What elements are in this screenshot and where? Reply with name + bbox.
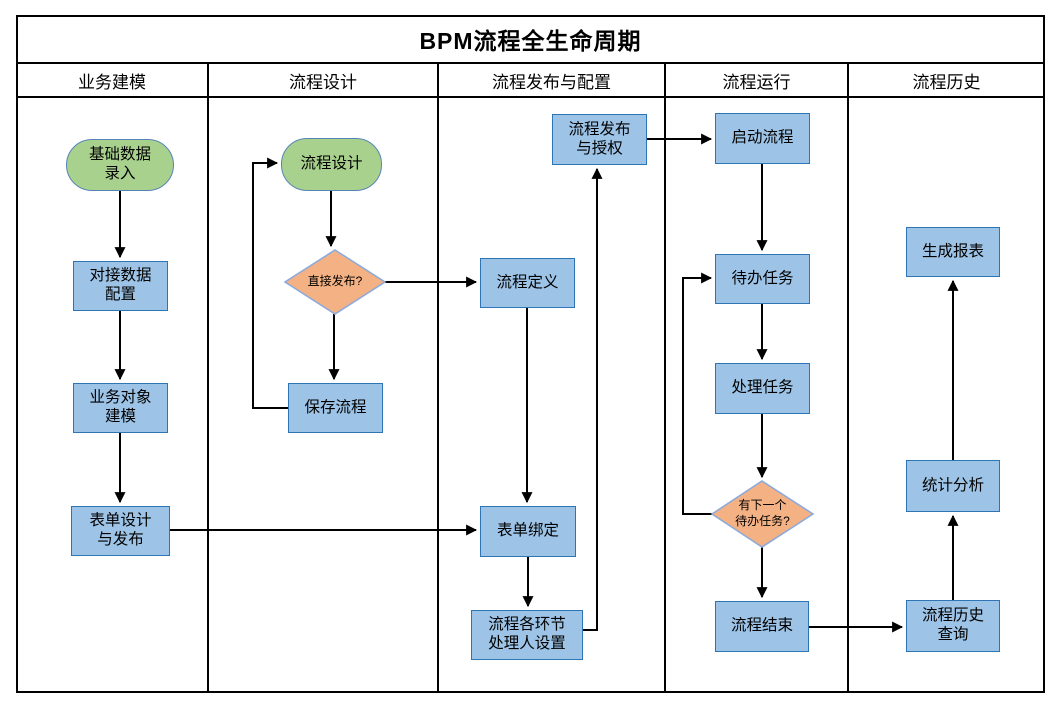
lane-header-business-modeling: 业务建模 (78, 72, 146, 92)
arrow-decision-to-todo-loop (682, 272, 713, 515)
node-base-data-entry: 基础数据 录入 (66, 139, 174, 191)
arrow-save-process-to-process-design-loop (252, 157, 288, 409)
lane-divider-2 (437, 62, 439, 693)
node-history-query: 流程历史 查询 (906, 600, 1000, 652)
lane-divider-1 (207, 62, 209, 693)
diagram-title: BPM流程全生命周期 (419, 27, 642, 54)
title-separator (16, 62, 1045, 64)
node-process-definition: 流程定义 (480, 258, 575, 308)
decision-diamond-direct-publish (283, 249, 387, 315)
lane-divider-4 (847, 62, 849, 693)
lane-divider-3 (664, 62, 666, 693)
node-form-binding: 表单绑定 (480, 506, 576, 557)
decision-diamond-next-todo (710, 480, 815, 548)
node-handler-setting: 流程各环节 处理人设置 (471, 610, 583, 660)
node-business-object-modeling: 业务对象 建模 (73, 383, 168, 433)
node-report-generation: 生成报表 (906, 227, 1000, 277)
node-handle-tasks: 处理任务 (715, 363, 810, 414)
node-data-config: 对接数据 配置 (73, 261, 168, 311)
node-todo-tasks: 待办任务 (715, 254, 810, 304)
node-process-end: 流程结束 (715, 601, 809, 652)
arrow-handler-setting-to-publish-authorize (583, 167, 603, 631)
lane-header-process-history: 流程历史 (912, 72, 981, 92)
node-next-todo-decision: 有下一个 待办任务? (735, 498, 790, 528)
node-start-process: 启动流程 (715, 113, 810, 164)
lane-header-process-design: 流程设计 (289, 72, 357, 92)
node-form-design-publish: 表单设计 与发布 (71, 506, 170, 556)
node-direct-publish-decision: 直接发布? (307, 274, 363, 289)
node-stats-analysis: 统计分析 (906, 460, 1000, 512)
node-process-design: 流程设计 (281, 138, 382, 191)
node-publish-authorize: 流程发布 与授权 (552, 114, 647, 165)
outer-border (16, 15, 1045, 693)
node-save-process: 保存流程 (288, 383, 383, 433)
lane-header-publish-config: 流程发布与配置 (492, 72, 611, 92)
header-separator (16, 96, 1045, 98)
lane-header-process-run: 流程运行 (722, 72, 791, 92)
